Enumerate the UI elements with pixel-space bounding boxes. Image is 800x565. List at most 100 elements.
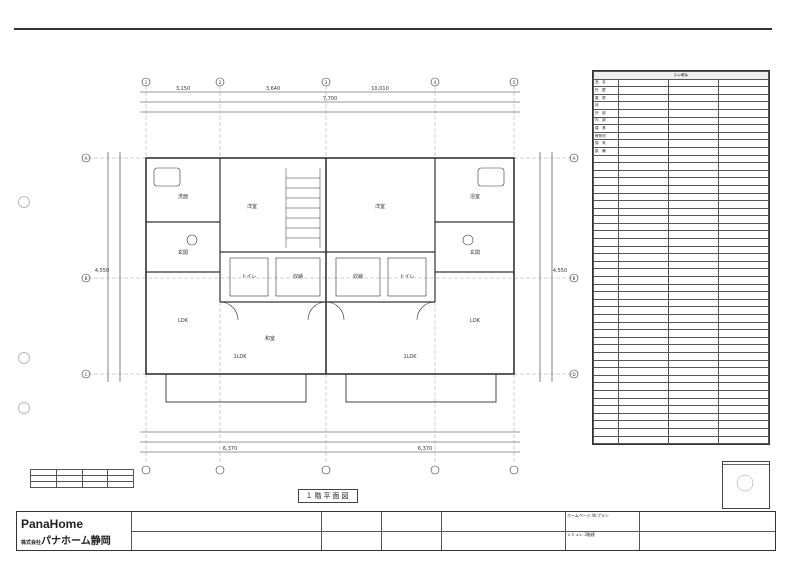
spec-cell <box>718 276 769 285</box>
spec-cell <box>593 245 619 255</box>
spec-row: 建 具 <box>593 124 769 133</box>
dimension-label: 7,700 <box>323 96 337 102</box>
top-border-line <box>14 28 772 30</box>
spec-cell <box>618 131 669 141</box>
spec-cell <box>668 314 719 323</box>
spec-row <box>593 412 769 422</box>
spec-cell <box>618 177 669 186</box>
spec-cell <box>593 253 619 262</box>
dimension-label: 6,370 <box>418 446 432 452</box>
spec-cell <box>718 101 769 110</box>
grid-mark: A <box>573 156 576 161</box>
spec-row <box>593 389 769 399</box>
spec-cell <box>593 200 619 209</box>
spec-cell <box>668 207 719 217</box>
title-block-cells: ホームページ W.プラン シミュレ 3階建 <box>131 512 775 550</box>
room-label: 洋室 <box>247 203 257 210</box>
spec-cell <box>593 154 619 164</box>
spec-row <box>593 405 769 414</box>
spec-cell <box>668 184 719 194</box>
spec-cell <box>618 420 669 429</box>
spec-cell <box>618 298 669 308</box>
spec-row <box>593 154 769 164</box>
spec-row: 換 気 <box>593 139 769 148</box>
spec-row <box>593 427 769 437</box>
revision-row <box>30 481 134 488</box>
spec-cell <box>593 192 619 202</box>
spec-table: シンボル 品 名外 壁屋 根床外 部内 部建 具断熱材換 気設 備 <box>592 70 770 446</box>
dimension-label: 10,010 <box>371 86 389 92</box>
grid-mark: A <box>85 156 88 161</box>
spec-row <box>593 283 769 293</box>
spec-row <box>593 329 769 338</box>
spec-cell <box>618 329 669 338</box>
spec-cell <box>618 412 669 422</box>
spec-cell <box>593 405 619 414</box>
spec-cell <box>718 108 769 118</box>
spec-cell: 断熱材 <box>593 131 619 141</box>
spec-row <box>593 169 769 179</box>
tb-cell-type: シミュレ 3階建 <box>565 531 639 550</box>
grid-mark: 5 <box>513 80 516 85</box>
spec-cell <box>718 367 769 376</box>
spec-cell <box>618 139 669 148</box>
spec-cell <box>718 344 769 353</box>
grid-mark: C <box>85 372 88 377</box>
spec-cell <box>593 412 619 422</box>
room-label: 収納 <box>353 273 363 280</box>
spec-cell <box>593 207 619 217</box>
spec-cell <box>618 367 669 376</box>
spec-cell <box>718 260 769 270</box>
spec-cell <box>718 192 769 202</box>
grid-mark: 4 <box>434 80 437 85</box>
spec-cell <box>718 420 769 429</box>
spec-cell <box>618 146 669 156</box>
spec-row: 外 壁 <box>593 86 769 95</box>
spec-cell <box>718 124 769 133</box>
spec-cell <box>718 200 769 209</box>
spec-cell <box>618 291 669 300</box>
spec-cell <box>668 238 719 247</box>
room-label: 洋室 <box>375 203 385 210</box>
spec-cell <box>668 230 719 240</box>
grid-mark: B <box>573 276 576 281</box>
spec-cell <box>618 215 669 224</box>
spec-cell <box>618 435 669 445</box>
spec-cell <box>668 344 719 353</box>
spec-cell <box>718 412 769 422</box>
spec-cell: 換 気 <box>593 139 619 148</box>
spec-cell <box>593 420 619 429</box>
spec-cell <box>593 268 619 278</box>
spec-cell <box>618 169 669 179</box>
spec-cell: 外 壁 <box>593 86 619 95</box>
spec-cell <box>718 93 769 103</box>
spec-row: 品 名 <box>593 78 769 88</box>
room-label: 玄関 <box>470 249 480 256</box>
spec-row: 断熱材 <box>593 131 769 141</box>
logo-main: PanaHome <box>21 517 84 531</box>
spec-cell <box>618 268 669 278</box>
spec-cell <box>593 336 619 346</box>
spec-cell <box>668 321 719 331</box>
spec-cell <box>618 374 669 384</box>
room-label: LDK <box>178 318 189 324</box>
stamp-mark-icon <box>736 474 754 492</box>
spec-cell <box>718 268 769 278</box>
spec-row <box>593 359 769 369</box>
spec-row <box>593 177 769 186</box>
spec-row <box>593 222 769 232</box>
spec-cell <box>618 283 669 293</box>
spec-row <box>593 374 769 384</box>
spec-cell <box>718 306 769 315</box>
dimension-label: 4,550 <box>553 268 567 274</box>
spec-cell <box>593 389 619 399</box>
spec-cell <box>668 131 719 141</box>
spec-cell <box>718 86 769 95</box>
spec-cell <box>593 162 619 171</box>
spec-cell: 建 具 <box>593 124 619 133</box>
spec-cell <box>668 276 719 285</box>
revision-table <box>30 469 134 488</box>
spec-cell <box>618 314 669 323</box>
spec-cell <box>718 169 769 179</box>
spec-cell <box>618 306 669 315</box>
